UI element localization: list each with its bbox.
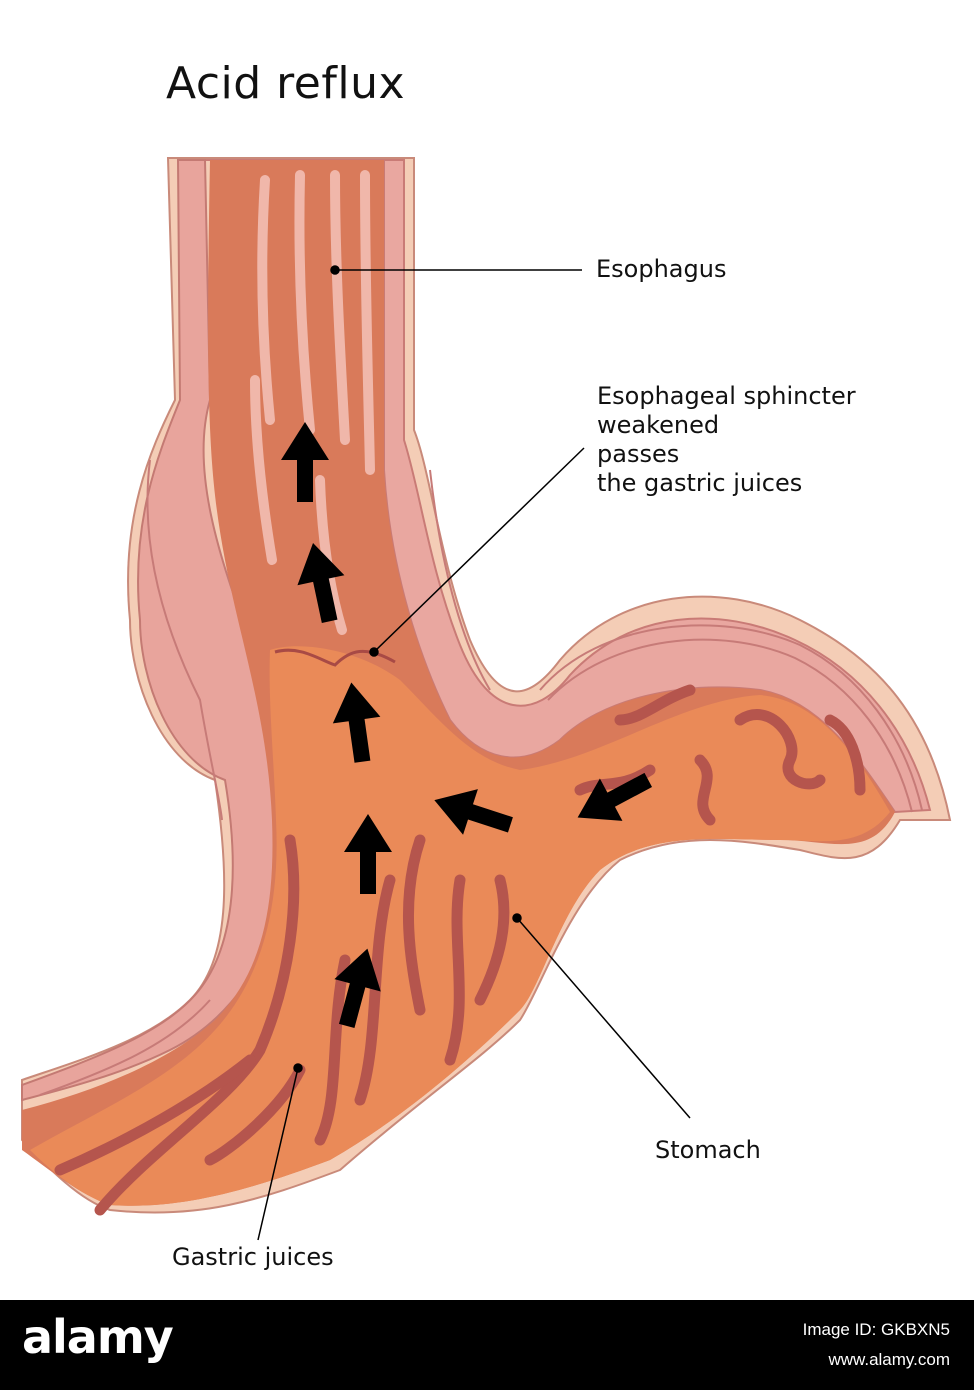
sphincter-label-line: weakened [597,411,720,439]
sphincter-label-line: the gastric juices [597,469,803,497]
reflux-arrow [281,422,329,502]
sphincter-label-line: Esophageal sphincter [597,382,856,410]
sphincter-label-line: passes [597,440,680,468]
esophagus-lumen [22,160,895,1206]
reflux-arrow [297,543,345,623]
reflux-arrow [332,682,381,763]
site-url-text: www.alamy.com [828,1350,950,1369]
leader-lines [257,265,691,1241]
sphincter-label: Esophageal sphincter weakened passes the… [597,382,856,498]
reflux-arrow [434,789,513,835]
reflux-arrow [334,948,381,1028]
alamy-logo: alamy [22,1310,174,1364]
stomach-folds [54,684,866,1216]
esophagus-label: Esophagus [596,255,727,283]
diagram-title: Acid reflux [166,58,405,109]
anatomy-illustration [21,157,952,1241]
reflux-arrows [281,422,653,1028]
image-id-text: Image ID: GKBXN5 [802,1320,950,1339]
esophagus-muscle-wall [178,159,932,814]
stomach-label: Stomach [655,1136,761,1164]
reflux-arrow [577,772,653,821]
stomach-wall-lines [39,459,923,1096]
reflux-arrow [344,814,392,894]
gastric-juices-label: Gastric juices [172,1243,334,1271]
watermark-footer: alamy Image ID: GKBXN5 www.alamy.com [0,1300,974,1390]
